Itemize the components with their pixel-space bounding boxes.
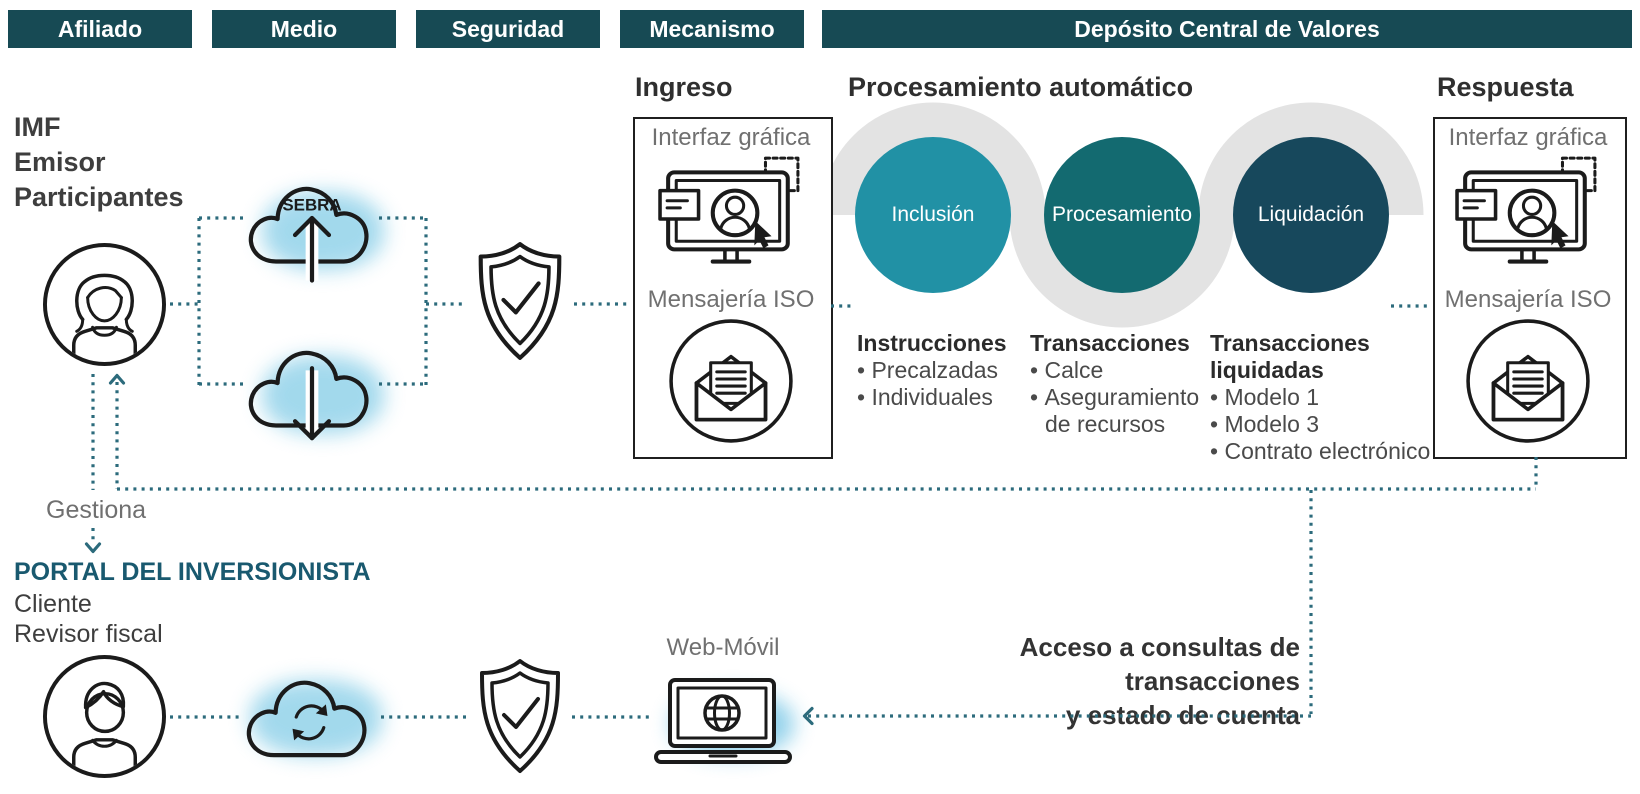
header-bar-mecanismo: Mecanismo xyxy=(620,10,804,48)
step-label-liquidacion: Liquidación xyxy=(1257,203,1365,226)
bullet-item: Modelo 3 xyxy=(1210,411,1440,438)
web-movil-label: Web-Móvil xyxy=(666,634,780,661)
bullet-item: Individuales xyxy=(857,384,1029,411)
header-bar-dcv: Depósito Central de Valores xyxy=(822,10,1632,48)
bullet-item: Calce xyxy=(1030,357,1208,384)
header-bar-seguridad: Seguridad xyxy=(416,10,600,48)
portal-user-revisor: Revisor fiscal xyxy=(14,620,163,648)
detail-column-instrucciones: Instrucciones Precalzadas Individuales xyxy=(857,330,1029,411)
detail-column-transacciones: Transacciones Calce Aseguramiento de rec… xyxy=(1030,330,1208,438)
respuesta-gui-label: Interfaz gráfica xyxy=(1448,124,1608,151)
ingreso-title: Ingreso xyxy=(635,72,733,102)
gestiona-label: Gestiona xyxy=(44,496,149,525)
portal-shield-icon xyxy=(480,659,560,773)
detail-title: Transacciones liquidadas xyxy=(1210,330,1370,383)
investor-person-icon xyxy=(42,654,167,779)
access-note-line2: y estado de cuenta xyxy=(1065,700,1300,730)
affiliate-name-participantes: Participantes xyxy=(14,182,184,212)
cloud-download-icon xyxy=(248,350,369,441)
sebra-cloud-upload-icon: SEBRA xyxy=(248,186,369,283)
step-circle-procesamiento: Procesamiento xyxy=(1044,137,1200,293)
affiliate-person-icon xyxy=(42,242,167,367)
access-note: Acceso a consultas de transacciones y es… xyxy=(838,630,1300,732)
respuesta-envelope-iso-icon xyxy=(1466,319,1590,443)
respuesta-monitor-gui-icon xyxy=(1455,156,1597,264)
header-bar-afiliado: Afiliado xyxy=(8,10,192,48)
ingreso-gui-label: Interfaz gráfica xyxy=(651,124,811,151)
access-note-line1: Acceso a consultas de transacciones xyxy=(1019,632,1300,696)
portal-title: PORTAL DEL INVERSIONISTA xyxy=(14,558,371,586)
ingreso-iso-label: Mensajería ISO xyxy=(647,286,815,313)
bullet-item: Modelo 1 xyxy=(1210,384,1440,411)
affiliate-name-imf: IMF xyxy=(14,112,61,142)
ingreso-monitor-gui-icon xyxy=(658,156,800,264)
security-shield-icon xyxy=(478,242,562,360)
bullet-item: Aseguramiento de recursos xyxy=(1030,384,1208,438)
processing-title: Procesamiento automático xyxy=(848,72,1194,102)
bullet-item: Precalzadas xyxy=(857,357,1029,384)
portal-user-cliente: Cliente xyxy=(14,590,92,618)
affiliate-names: IMF Emisor Participantes xyxy=(14,110,184,215)
detail-title: Transacciones xyxy=(1030,330,1190,356)
laptop-web-icon xyxy=(654,678,792,764)
step-circle-inclusion: Inclusión xyxy=(855,137,1011,293)
sebra-label: SEBRA xyxy=(282,196,341,215)
bullet-item: Contrato electrónico xyxy=(1210,438,1440,465)
respuesta-iso-label: Mensajería ISO xyxy=(1444,286,1612,313)
detail-title: Instrucciones xyxy=(857,330,1007,356)
sync-cloud-icon xyxy=(246,680,367,758)
respuesta-title: Respuesta xyxy=(1437,72,1574,102)
step-label-inclusion: Inclusión xyxy=(891,203,975,226)
detail-column-liquidadas: Transacciones liquidadas Modelo 1 Modelo… xyxy=(1210,330,1440,465)
affiliate-name-emisor: Emisor xyxy=(14,147,106,177)
step-circle-liquidacion: Liquidación xyxy=(1233,137,1389,293)
step-label-procesamiento: Procesamiento xyxy=(1051,203,1193,226)
ingreso-envelope-iso-icon xyxy=(669,319,793,443)
header-bar-medio: Medio xyxy=(212,10,396,48)
